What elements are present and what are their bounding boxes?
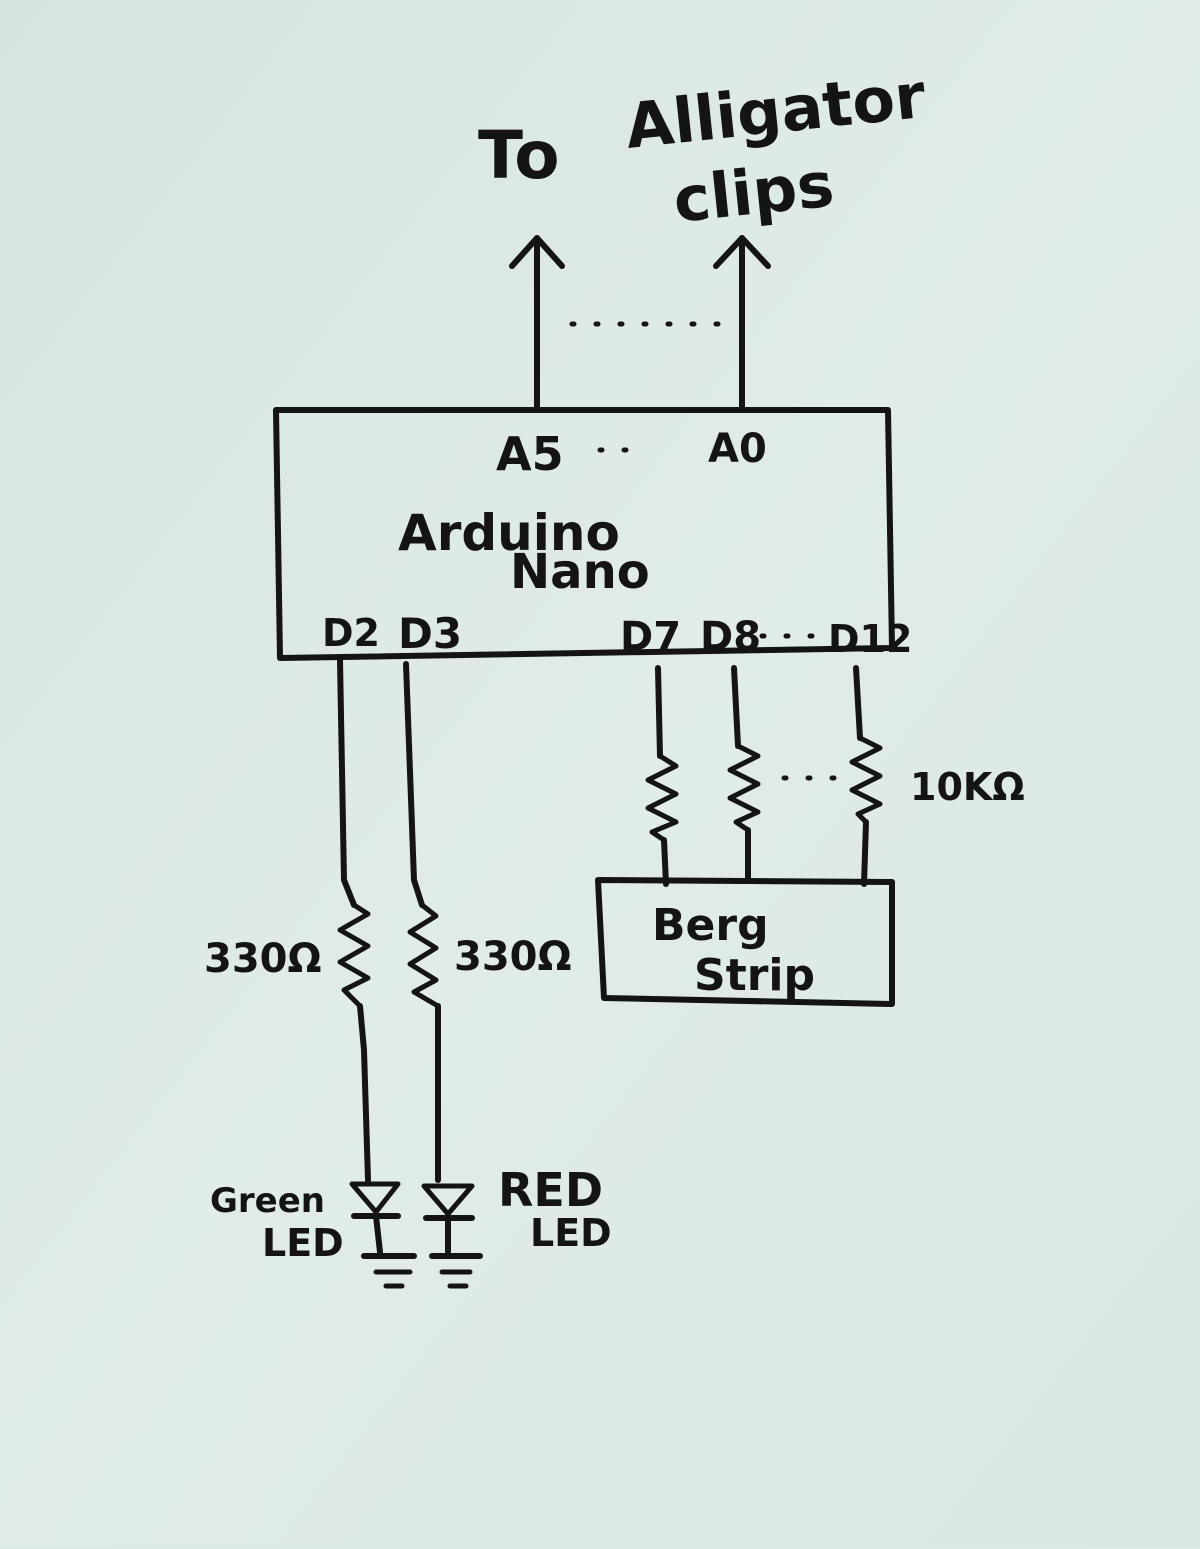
pin-label-a0: A0: [708, 426, 767, 472]
wire-d8: [727, 665, 761, 883]
green-led-label-line1: Green: [210, 1181, 325, 1221]
heading-clips: clips: [670, 148, 837, 237]
green-led-symbol: [349, 1181, 417, 1289]
pin-label-d2: D2: [322, 611, 380, 655]
red-led-label-line2: LED: [530, 1211, 612, 1255]
resistor-330-right: [407, 902, 441, 1009]
wire-d12: [849, 665, 883, 887]
red-led-label-line1: RED: [498, 1163, 603, 1217]
arduino-nano-board: [273, 407, 895, 661]
pin-label-d3: D3: [398, 609, 462, 658]
wire-to-green-led: [357, 1003, 371, 1183]
berg-label-line1: Berg: [652, 900, 769, 951]
resistor-label-pullup: 10KΩ: [910, 765, 1025, 809]
pin-label-d8: D8: [700, 614, 761, 660]
berg-strip-connector: [595, 877, 895, 1007]
red-led-symbol: [421, 1183, 483, 1289]
pin-label-a5: A5: [496, 427, 564, 481]
green-led-label-line2: LED: [262, 1221, 344, 1265]
wire-d3: [403, 661, 425, 908]
resistor-label-right: 330Ω: [454, 934, 572, 980]
board-name-line2: Nano: [510, 544, 650, 600]
pin-label-d7: D7: [620, 614, 681, 660]
pin-label-d12: D12: [828, 617, 912, 661]
berg-label-line2: Strip: [694, 950, 815, 1001]
arrow-a5: [509, 235, 565, 413]
heading-to: To: [478, 117, 560, 194]
board-name-line1: Arduino: [398, 504, 620, 562]
wire-d2: [337, 657, 357, 908]
resistor-330-left: [337, 902, 371, 1009]
wire-d7: [645, 665, 679, 887]
resistor-label-left: 330Ω: [204, 936, 322, 982]
arrow-a0: [713, 235, 771, 413]
